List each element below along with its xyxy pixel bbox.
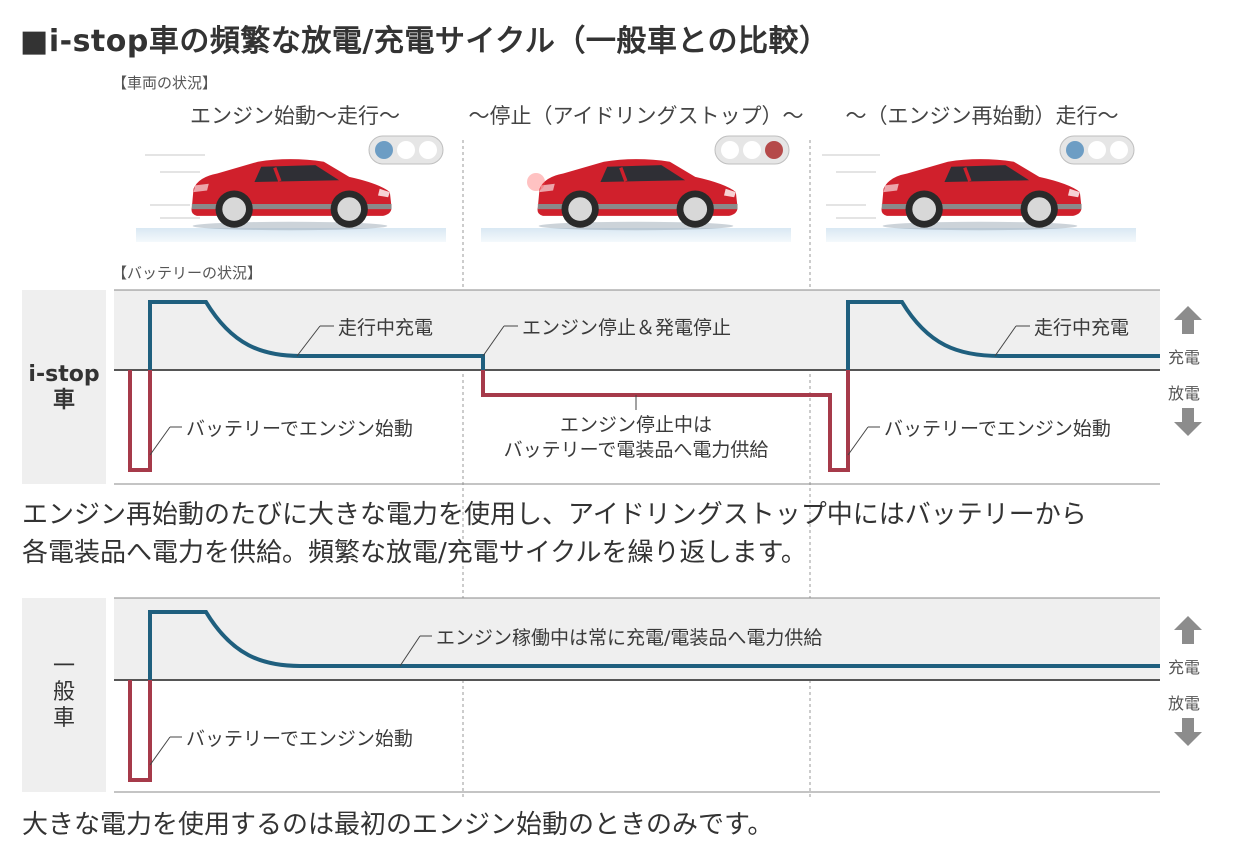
ann-running-charge: エンジン稼働中は常に充電/電装品へ電力供給 <box>436 627 823 649</box>
stage-label-stop: 〜停止（アイドリングストップ）〜 <box>468 104 804 128</box>
stage-label-restart: 〜（エンジン再始動）走行〜 <box>845 104 1119 128</box>
ann-drive-charge-1: 走行中充電 <box>338 317 434 339</box>
signal-stage-1 <box>368 135 444 165</box>
ann-battery-start-2: バッテリーでエンジン始動 <box>884 418 1111 440</box>
signal-stage-3 <box>1059 135 1135 165</box>
car-stopped <box>481 157 791 242</box>
ann-drive-charge-2: 走行中充電 <box>1034 317 1130 339</box>
car-driving-1 <box>136 154 446 242</box>
arrow-down-icon-2 <box>1174 718 1202 746</box>
discharge-label-1: 放電 <box>1168 384 1201 403</box>
istop-caption: エンジン再始動のたびに大きな電力を使用し、アイドリングストップ中にはバッテリーか… <box>22 500 1087 568</box>
arrow-up-icon-2 <box>1174 616 1202 644</box>
arrow-down-icon-1 <box>1174 408 1202 436</box>
arrow-up-icon-1 <box>1174 306 1202 334</box>
page-title: ■i-stop車の頻繁な放電/充電サイクル（一般車との比較） <box>20 24 830 59</box>
car-driving-2 <box>822 154 1136 242</box>
vehicle-section-label: 【車両の状況】 <box>112 74 218 92</box>
ann-stop-supply: エンジン停止中は バッテリーで電装品へ電力供給 <box>503 414 769 461</box>
ann-battery-start-1: バッテリーでエンジン始動 <box>186 418 413 440</box>
stage-label-start: エンジン始動〜走行〜 <box>190 104 400 128</box>
general-caption: 大きな電力を使用するのは最初のエンジン始動のときのみです。 <box>22 810 774 840</box>
discharge-label-2: 放電 <box>1168 694 1201 713</box>
ann-battery-start-general: バッテリーでエンジン始動 <box>186 728 413 750</box>
battery-section-label: 【バッテリーの状況】 <box>112 264 263 282</box>
istop-label: i-stop 車 <box>28 362 100 413</box>
charge-label-1: 充電 <box>1168 348 1201 367</box>
charge-label-2: 充電 <box>1168 658 1201 677</box>
ann-engine-stop: エンジン停止＆発電停止 <box>522 317 732 339</box>
general-car-label: 一 般 車 <box>52 654 75 731</box>
signal-stage-2 <box>714 135 790 165</box>
